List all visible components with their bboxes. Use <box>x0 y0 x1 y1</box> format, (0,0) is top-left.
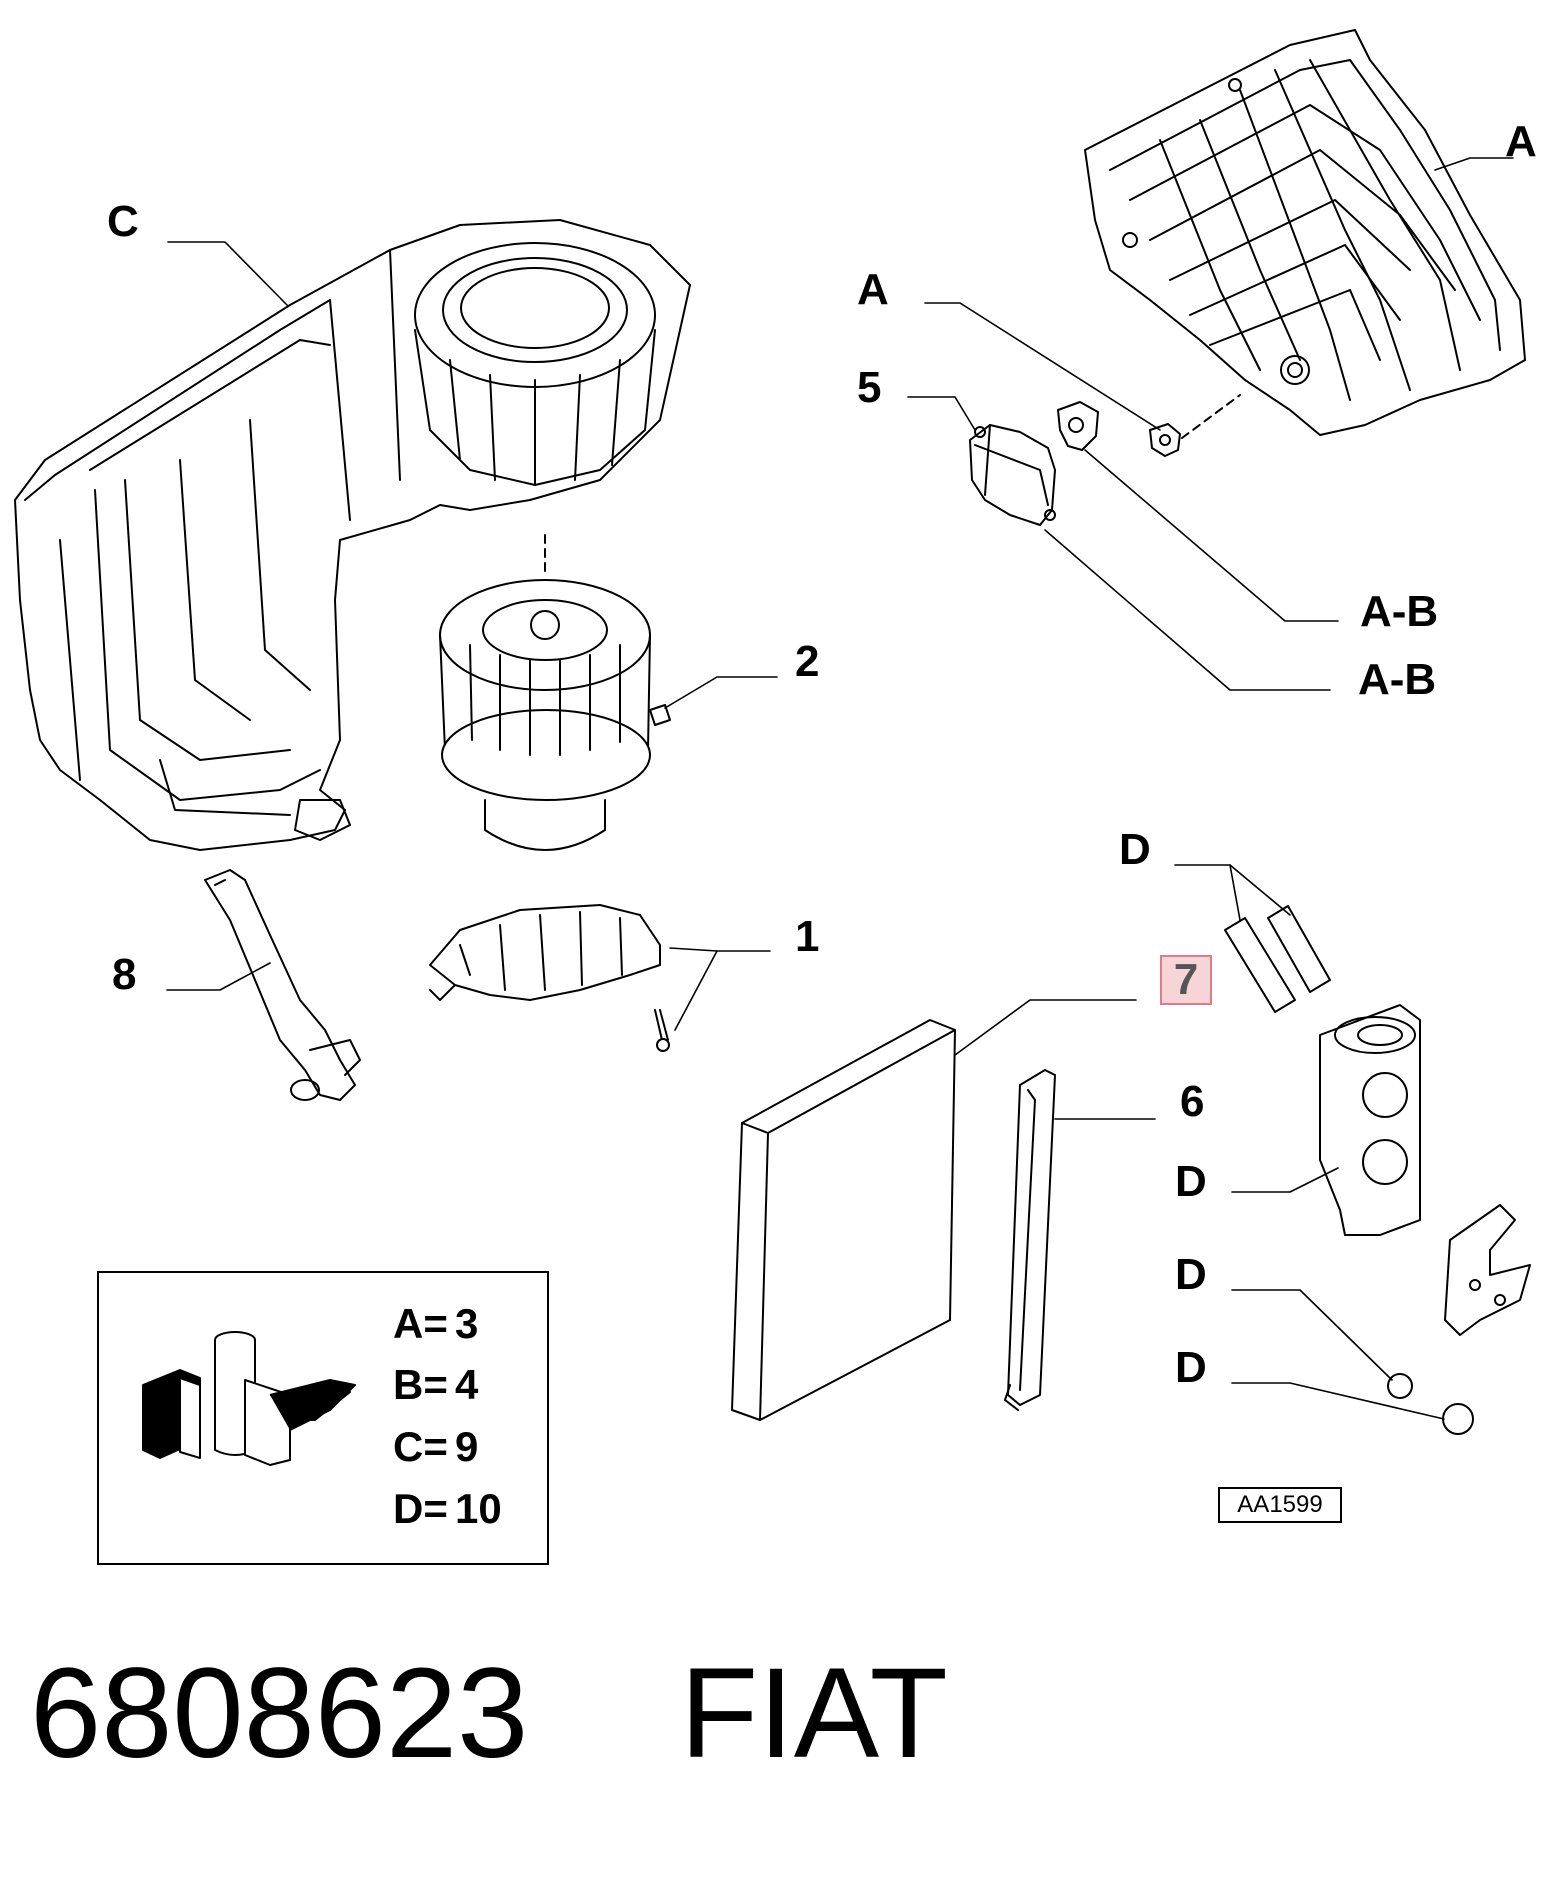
legend-value: 9 <box>455 1423 479 1470</box>
brand-name: FIAT <box>680 1642 948 1785</box>
legend-row-b: B=4 <box>393 1361 478 1409</box>
callout-a-mid: A <box>857 265 889 314</box>
assembly-dash-a <box>1181 394 1241 439</box>
callout-d-ring-1: D <box>1175 1250 1207 1299</box>
actuator-5-part <box>969 424 1056 526</box>
legend-row-d: D=10 <box>393 1485 502 1533</box>
o-ring-small <box>1387 1373 1413 1399</box>
lubricant-legend: A=3 B=4 C=9 D=10 <box>97 1271 549 1565</box>
legend-value: 10 <box>455 1485 502 1532</box>
callout-1: 1 <box>795 912 820 961</box>
leader-lines <box>166 157 1514 1420</box>
legend-key: A= <box>393 1300 448 1347</box>
legend-value: 4 <box>455 1361 479 1408</box>
callout-a-b-2: A-B <box>1358 655 1437 704</box>
legend-key: C= <box>393 1423 448 1470</box>
callout-a-top-right: A <box>1505 117 1537 166</box>
callout-c: C <box>107 197 139 246</box>
legend-row-a: A=3 <box>393 1300 478 1348</box>
upper-housing-part <box>1084 29 1526 436</box>
fiat-lubricant-kit-icon <box>142 1331 356 1466</box>
actuator-small-part <box>1057 401 1099 451</box>
callout-d-ring-2: D <box>1175 1343 1207 1392</box>
callout-d-top: D <box>1119 825 1151 874</box>
filter-seal-part <box>1004 1069 1056 1411</box>
o-ring-large <box>1442 1403 1474 1435</box>
cabin-filter-part <box>731 1019 956 1421</box>
callout-2: 2 <box>795 637 820 686</box>
callout-5: 5 <box>857 363 882 412</box>
callout-8: 8 <box>112 950 137 999</box>
bracket-part <box>1444 1204 1531 1336</box>
legend-key: D= <box>393 1485 448 1532</box>
blower-motor-part <box>439 579 671 851</box>
clip-a-part <box>1149 423 1181 457</box>
callout-7-highlighted: 7 <box>1160 955 1212 1005</box>
callout-d-mid: D <box>1175 1157 1207 1206</box>
legend-row-c: C=9 <box>393 1423 478 1471</box>
callout-6: 6 <box>1180 1077 1205 1126</box>
expansion-valve-part <box>1224 905 1421 1236</box>
hose-part <box>204 869 361 1101</box>
legend-value: 3 <box>455 1300 479 1347</box>
callout-a-b-1: A-B <box>1360 587 1439 636</box>
heater-housing-part <box>14 219 691 851</box>
reference-code: AA1599 <box>1218 1487 1342 1523</box>
legend-key: B= <box>393 1361 448 1408</box>
lower-cover-part <box>429 904 670 1052</box>
part-number: 6808623 <box>30 1642 529 1785</box>
